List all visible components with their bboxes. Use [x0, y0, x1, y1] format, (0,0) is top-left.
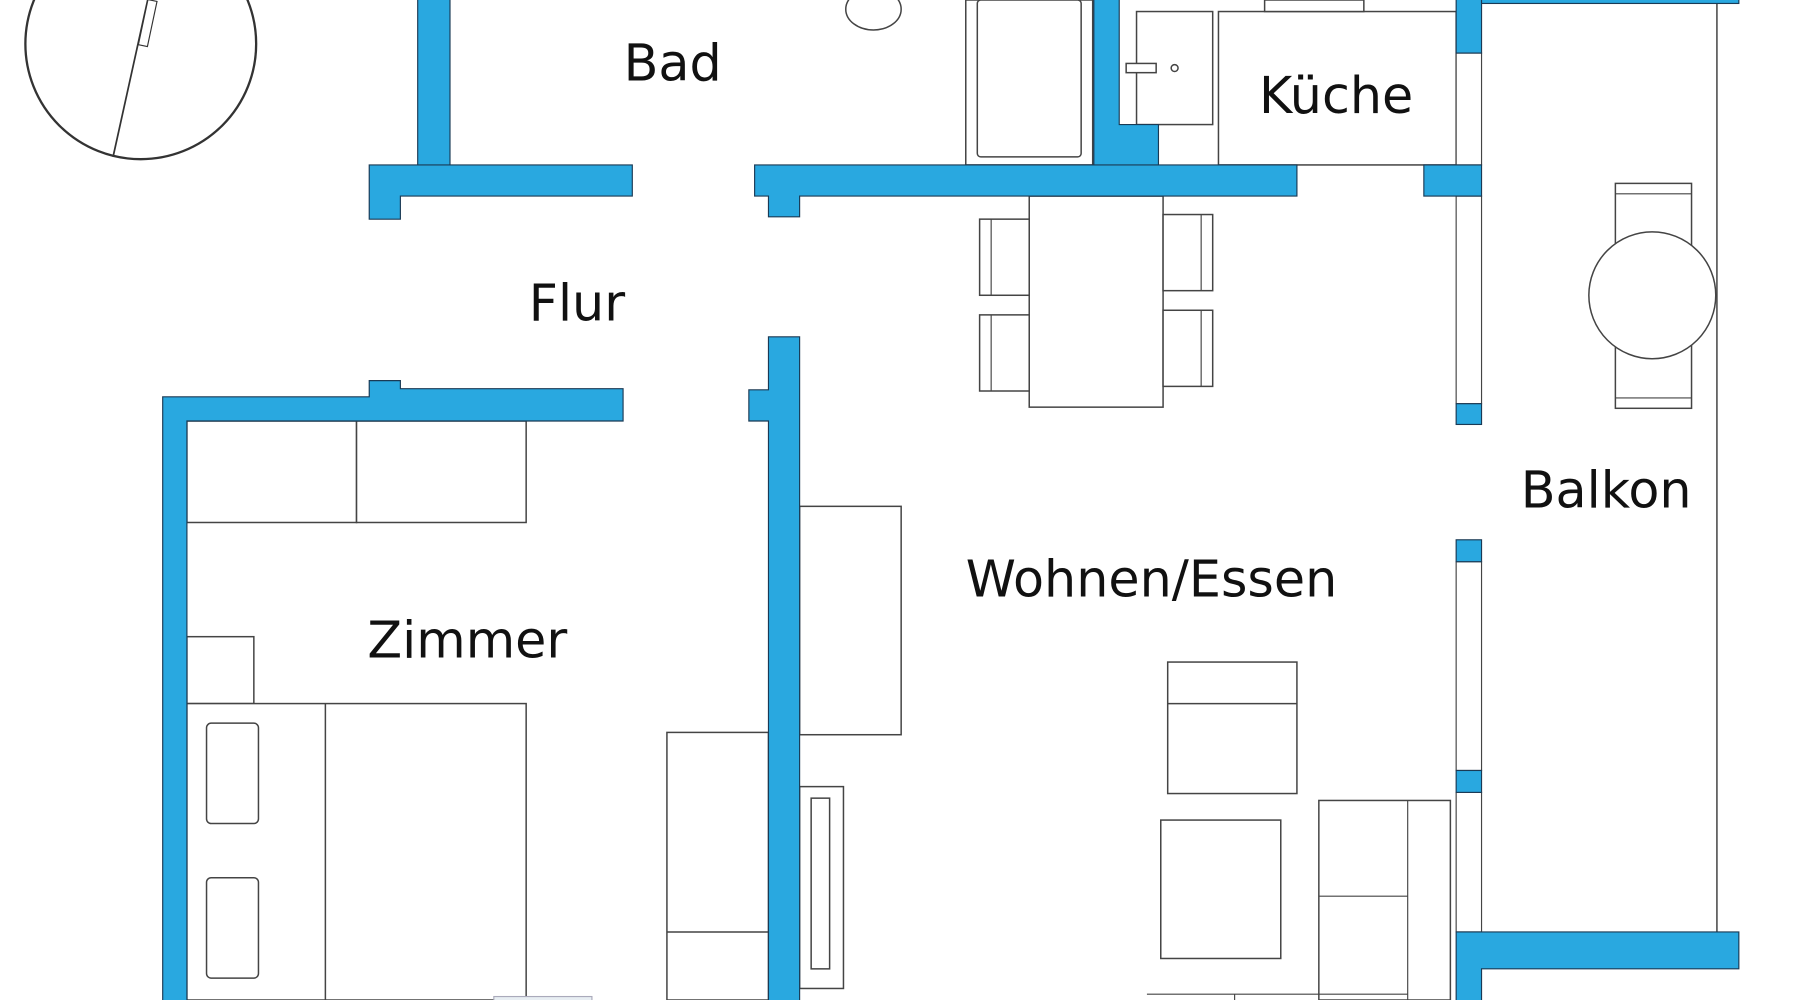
toilet: [845, 0, 902, 31]
room-label-kueche: Küche: [1259, 66, 1413, 125]
room-label-flur: Flur: [529, 274, 625, 333]
walls: [162, 0, 1740, 1000]
furniture: [186, 0, 1718, 1000]
room-label-bad: Bad: [624, 34, 722, 93]
balcony-table: [1588, 231, 1717, 360]
windows: [493, 52, 1483, 1000]
room-label-wohnen-essen: Wohnen/Essen: [966, 549, 1337, 608]
dining-table: [1028, 195, 1164, 408]
compass-icon: [24, 0, 258, 161]
sofa: [1160, 819, 1282, 960]
room-label-balkon: Balkon: [1521, 461, 1692, 520]
room-label-zimmer: Zimmer: [367, 610, 567, 669]
